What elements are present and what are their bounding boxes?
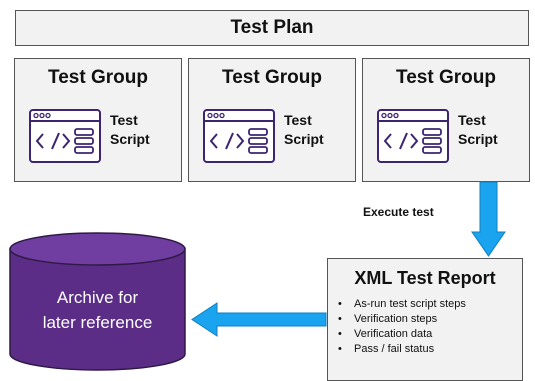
report-list: As-run test script steps Verification st… [338, 297, 466, 357]
report-item: As-run test script steps [338, 297, 466, 312]
execute-arrow [471, 181, 506, 257]
test-group-title: Test Group [222, 67, 322, 88]
test-script-label: Test Script [284, 112, 324, 147]
archive-cylinder [9, 232, 186, 371]
execute-test-label: Execute test [363, 205, 434, 219]
code-window-icon [203, 109, 275, 163]
report-title: XML Test Report [354, 268, 496, 288]
test-plan-box: Test Plan [15, 10, 529, 46]
test-group-2: Test Group Test Script [188, 58, 356, 182]
report-item: Verification data [338, 327, 466, 342]
test-group-title: Test Group [396, 67, 496, 88]
xml-report-box: XML Test Report As-run test script steps… [327, 258, 523, 381]
test-script-label: Test Script [110, 112, 150, 147]
report-item: Verification steps [338, 312, 466, 327]
archive-arrow [191, 302, 327, 337]
test-group-3: Test Group Test Script [362, 58, 530, 182]
report-item: Pass / fail status [338, 342, 466, 357]
test-group-1: Test Group Test Script [14, 58, 182, 182]
archive-label: Archive for later reference [42, 288, 153, 332]
test-plan-title: Test Plan [230, 17, 314, 38]
code-window-icon [29, 109, 101, 163]
code-window-icon [377, 109, 449, 163]
test-group-title: Test Group [48, 67, 148, 88]
test-script-label: Test Script [458, 112, 498, 147]
